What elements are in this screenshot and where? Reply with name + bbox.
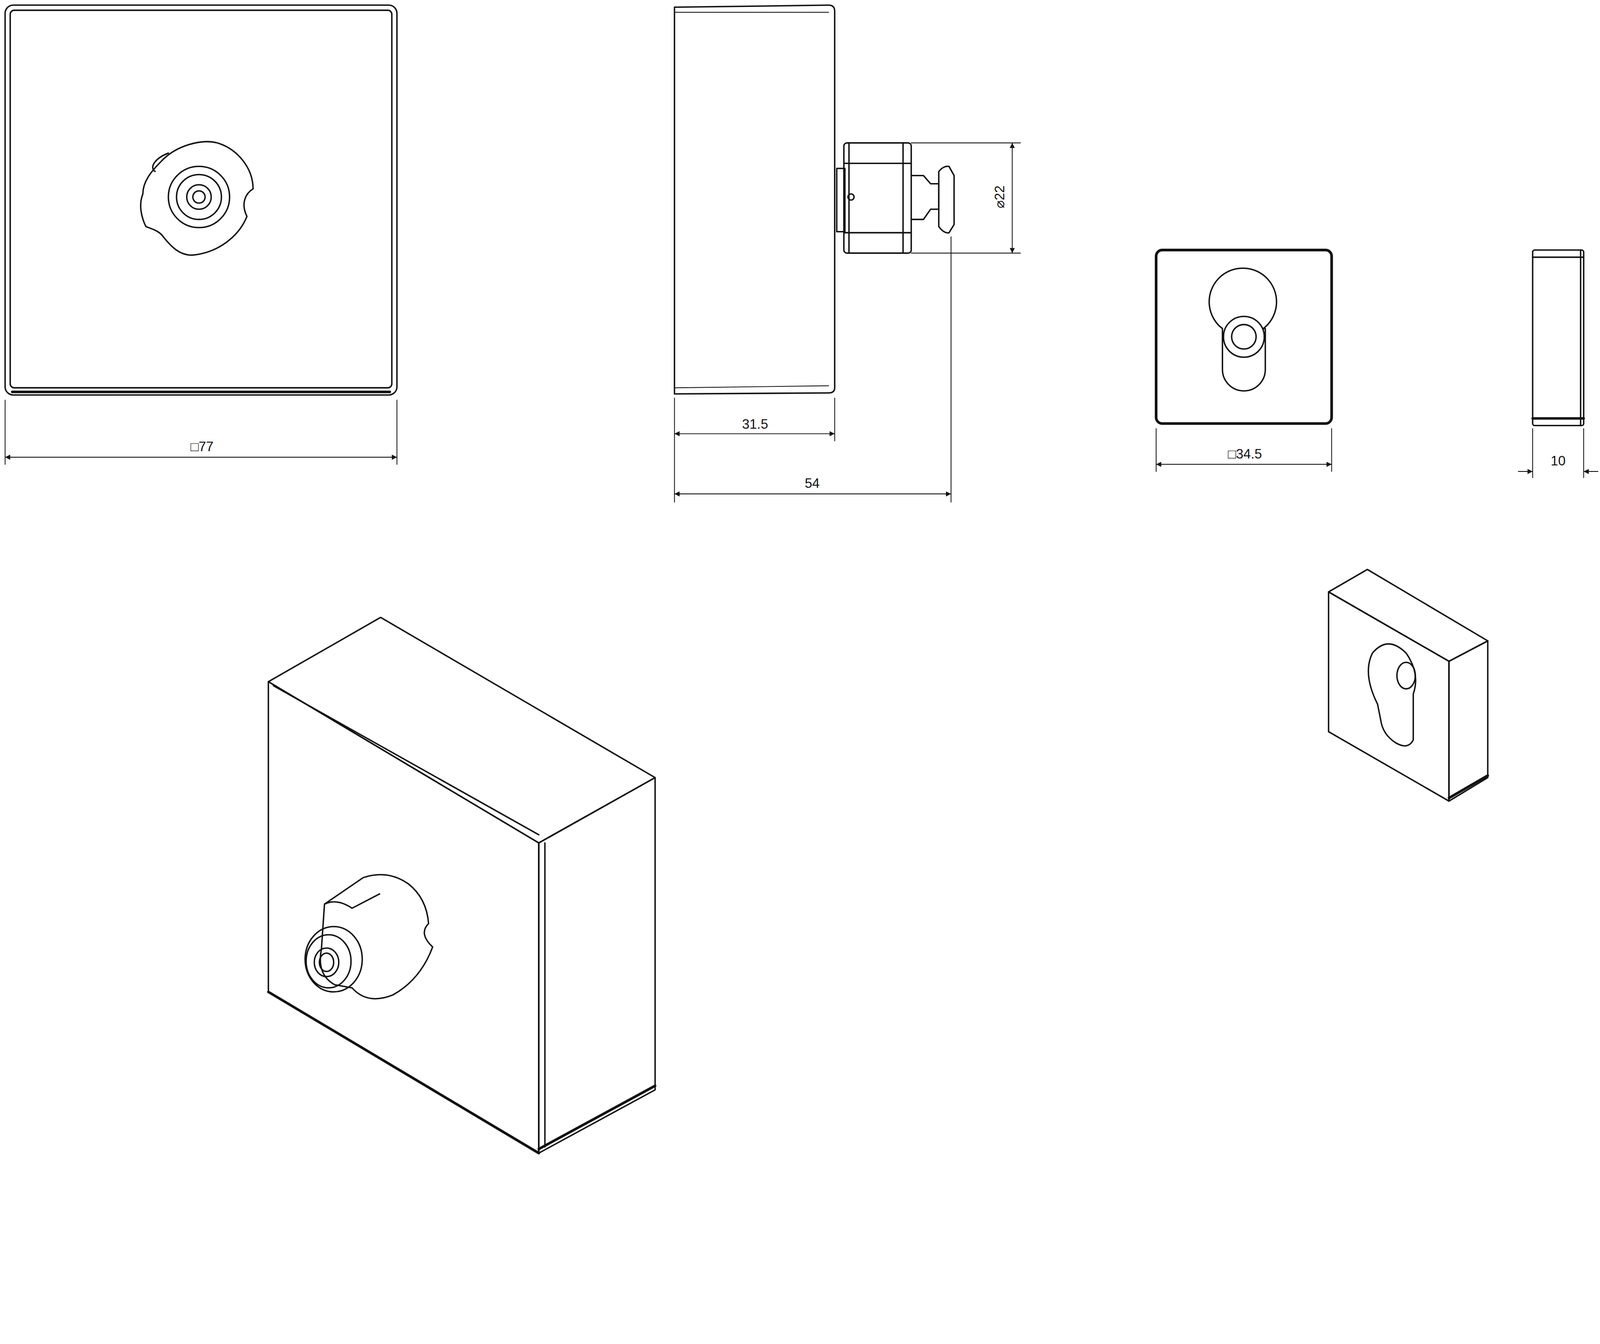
- front-view: [5, 5, 398, 396]
- dimension-line: [1518, 428, 1598, 478]
- dimension-line: [5, 400, 398, 465]
- dimension-label: □34.5: [1226, 446, 1264, 462]
- dimension-label: 31.5: [740, 417, 770, 432]
- dimension-line: [674, 142, 1021, 503]
- escutcheon-side: [1532, 249, 1584, 426]
- escutcheon-front: [1156, 249, 1332, 424]
- dimension-label: 54: [803, 476, 822, 491]
- dimension-line: [1156, 428, 1332, 472]
- side-view: [674, 5, 955, 395]
- dimension-label: □77: [188, 439, 216, 455]
- isometric-escutcheon: [1328, 569, 1488, 802]
- dimension-label: 10: [1549, 453, 1568, 469]
- isometric-box: [268, 617, 656, 1154]
- dimension-label: ⌀22: [992, 183, 1008, 211]
